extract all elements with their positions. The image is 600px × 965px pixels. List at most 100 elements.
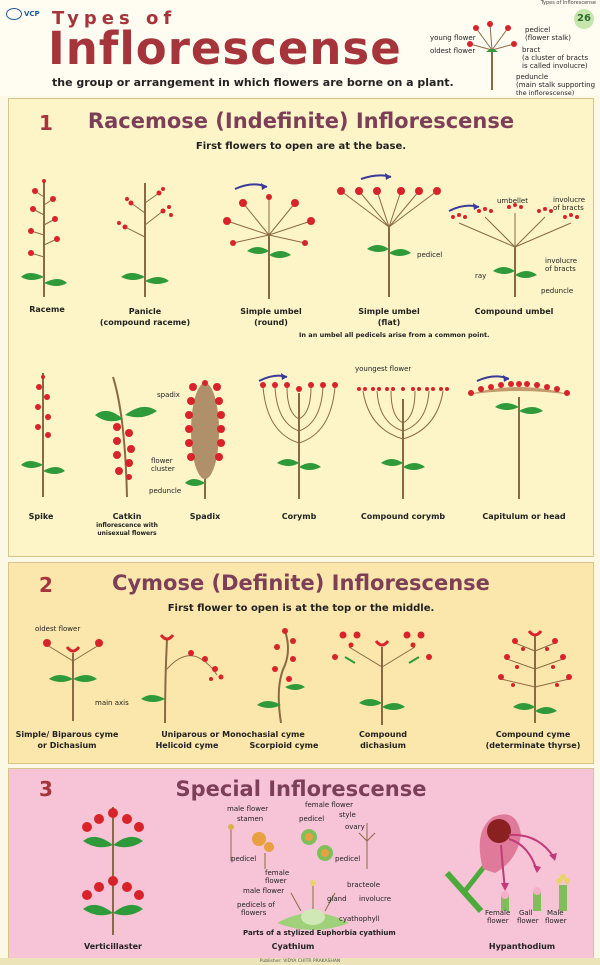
corymb-illustration	[258, 373, 338, 499]
section-number: 2	[39, 573, 53, 597]
chart-name: Types of Inflorescense	[540, 0, 596, 6]
capitulum-illustration	[467, 375, 571, 499]
label-peduncle-spadix: peduncle	[149, 487, 182, 495]
cy-label-pedicel-1: pedicel	[231, 855, 257, 863]
cyathium-illustration	[228, 823, 376, 930]
section-description: First flower to open is at the top or th…	[167, 603, 435, 614]
caption-compound-dichasium-1: Compound	[358, 730, 408, 739]
cy-label-female-2a: female	[265, 869, 290, 877]
label-spadix: spadix	[157, 391, 180, 399]
helicoid-cyme-illustration	[141, 634, 224, 724]
cy-label-style: style	[339, 811, 356, 819]
cy-label-gland: gland	[327, 895, 347, 903]
title-large: Inflorescense	[48, 22, 402, 75]
cy-label-ovary: ovary	[345, 823, 365, 831]
caption-catkin-sub1: inflorescence with	[96, 522, 158, 529]
compound-umbel-illustration	[448, 203, 579, 297]
caption-cyathium: Cyathium	[271, 942, 315, 951]
cy-label-pedicels-of-2: flowers	[241, 909, 267, 917]
raceme-illustration	[21, 179, 67, 297]
umbel-flat-illustration	[337, 173, 441, 297]
caption-catkin: Catkin	[112, 512, 142, 521]
label-bract-sub1: (a cluster of bracts	[522, 54, 589, 62]
cy-label-stamen: stamen	[237, 815, 264, 823]
cy-label-involucre: involucre	[359, 895, 392, 903]
hyp-label-female-1: Female	[485, 909, 511, 917]
verticillaster-illustration	[82, 807, 144, 935]
label-peduncle-sub1: (main stalk supporting	[516, 81, 596, 89]
label-pedicel: pedicel	[525, 26, 551, 34]
hypanthodium-illustration	[444, 814, 570, 914]
cy-label-female-flower: female flower	[305, 801, 353, 809]
caption-compound-dichasium-2: dichasium	[360, 741, 406, 750]
chart-number-badge: 26	[574, 9, 594, 29]
label-oldest-flower: oldest flower	[430, 47, 476, 55]
section-racemose: 1 Racemose (Indefinite) Inflorescense Fi…	[8, 98, 594, 557]
umbel-round-illustration	[223, 183, 315, 299]
caption-umbel-round-sub: (round)	[254, 318, 288, 327]
label-involucre-2b: of bracts	[545, 265, 576, 273]
globe-icon	[6, 8, 22, 20]
cy-label-pedicel-3: pedicel	[335, 855, 361, 863]
label-young-flower: young flower	[430, 34, 476, 42]
label-umbellet: umbellet	[497, 197, 528, 205]
caption-panicle: Panicle	[128, 307, 162, 316]
caption-compound-umbel: Compound umbel	[474, 307, 554, 316]
caption-helicoid: Helicoid cyme	[155, 741, 219, 750]
section-special: 3 Special Inflorescense	[8, 768, 594, 960]
label-ray: ray	[475, 272, 487, 280]
cy-label-pedicels-of-1: pedicels of	[237, 901, 275, 909]
hyp-label-male-2: flower	[545, 917, 567, 925]
cy-label-pedicel-2: pedicel	[299, 815, 325, 823]
label-bract: bract	[522, 46, 541, 54]
section-title: Racemose (Indefinite) Inflorescense	[87, 109, 515, 133]
logo-text: VCP	[24, 10, 40, 18]
label-pedicel-umbel: pedicel	[417, 251, 443, 259]
caption-umbel-flat-sub: (flat)	[377, 318, 401, 327]
label-pedicel-sub: (flower stalk)	[525, 34, 571, 42]
dichasium-illustration	[43, 639, 103, 721]
section-number: 1	[39, 111, 53, 135]
publisher-logo: VCP	[6, 8, 40, 20]
section-number: 3	[39, 777, 53, 801]
label-flower-cluster-2: cluster	[151, 465, 175, 473]
compound-cyme-illustration	[498, 630, 572, 723]
caption-compound-cyme-1: Compound cyme	[495, 730, 571, 739]
label-oldest-flower: oldest flower	[35, 625, 81, 633]
caption-uniparous: Uniparous or Monochasial cyme	[161, 730, 305, 739]
hyp-label-male-1: Male	[547, 909, 564, 917]
publisher-footer: Publisher: VIDYA CHITR PRAKASHAN	[0, 958, 600, 965]
hyp-label-gall-2: flower	[517, 917, 539, 925]
label-flower-cluster-1: flower	[151, 457, 173, 465]
compound-dichasium-illustration	[332, 631, 432, 725]
label-peduncle-cu: peduncle	[541, 287, 574, 295]
caption-catkin-sub2: unisexual flowers	[97, 530, 157, 537]
cy-label-bracteole: bracteole	[347, 881, 381, 889]
label-youngest-flower: youngest flower	[355, 365, 412, 373]
umbel-note: In an umbel all pedicels arise from a co…	[299, 331, 490, 339]
section-description: First flowers to open are at the base.	[195, 141, 407, 152]
cy-caption: Parts of a stylized Euphorbia cyathium	[243, 929, 396, 937]
panicle-illustration	[117, 183, 173, 297]
caption-corymb: Corymb	[281, 512, 317, 521]
label-involucre-2: involucre	[545, 257, 578, 265]
caption-spike: Spike	[28, 512, 54, 521]
compound-corymb-illustration	[357, 387, 449, 499]
caption-hypanthodium: Hypanthodium	[488, 942, 556, 951]
caption-umbel-round: Simple umbel	[240, 307, 302, 316]
subtitle: the group or arrangement in which flower…	[52, 76, 454, 89]
header-flower-diagram	[467, 21, 517, 90]
caption-scorpioid: Scorpioid cyme	[249, 741, 319, 750]
section-cymose: 2 Cymose (Definite) Inflorescense First …	[8, 562, 594, 764]
hyp-label-gall-1: Gall	[519, 909, 533, 917]
caption-raceme: Raceme	[29, 305, 65, 314]
label-main-axis: main axis	[95, 699, 129, 707]
caption-dichasium-1: Simple/ Biparous cyme	[15, 730, 119, 739]
caption-compound-cyme-2: (determinate thyrse)	[485, 741, 581, 750]
cy-label-male-flower-2: male flower	[243, 887, 285, 895]
scorpioid-cyme-illustration	[257, 628, 305, 724]
caption-spadix: Spadix	[189, 512, 221, 521]
cy-label-cyathophyll: cyathophyll	[339, 915, 380, 923]
header: VCP Types of Inflorescense the group or …	[0, 0, 600, 97]
